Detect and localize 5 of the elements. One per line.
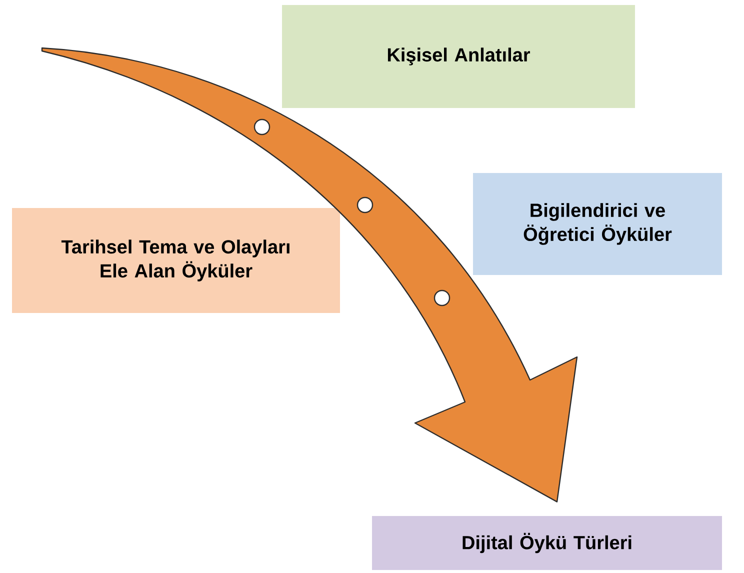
text-box: Tarihsel Tema ve Olayları Ele Alan Öyküler bbox=[12, 208, 340, 313]
text-box: Bigilendirici ve Öğretici Öyküler bbox=[473, 173, 722, 275]
text-box: Dijital Öykü Türleri bbox=[372, 516, 722, 570]
curved-arrow bbox=[41, 47, 578, 502]
text-box: Kişisel Anlatılar bbox=[282, 5, 635, 108]
